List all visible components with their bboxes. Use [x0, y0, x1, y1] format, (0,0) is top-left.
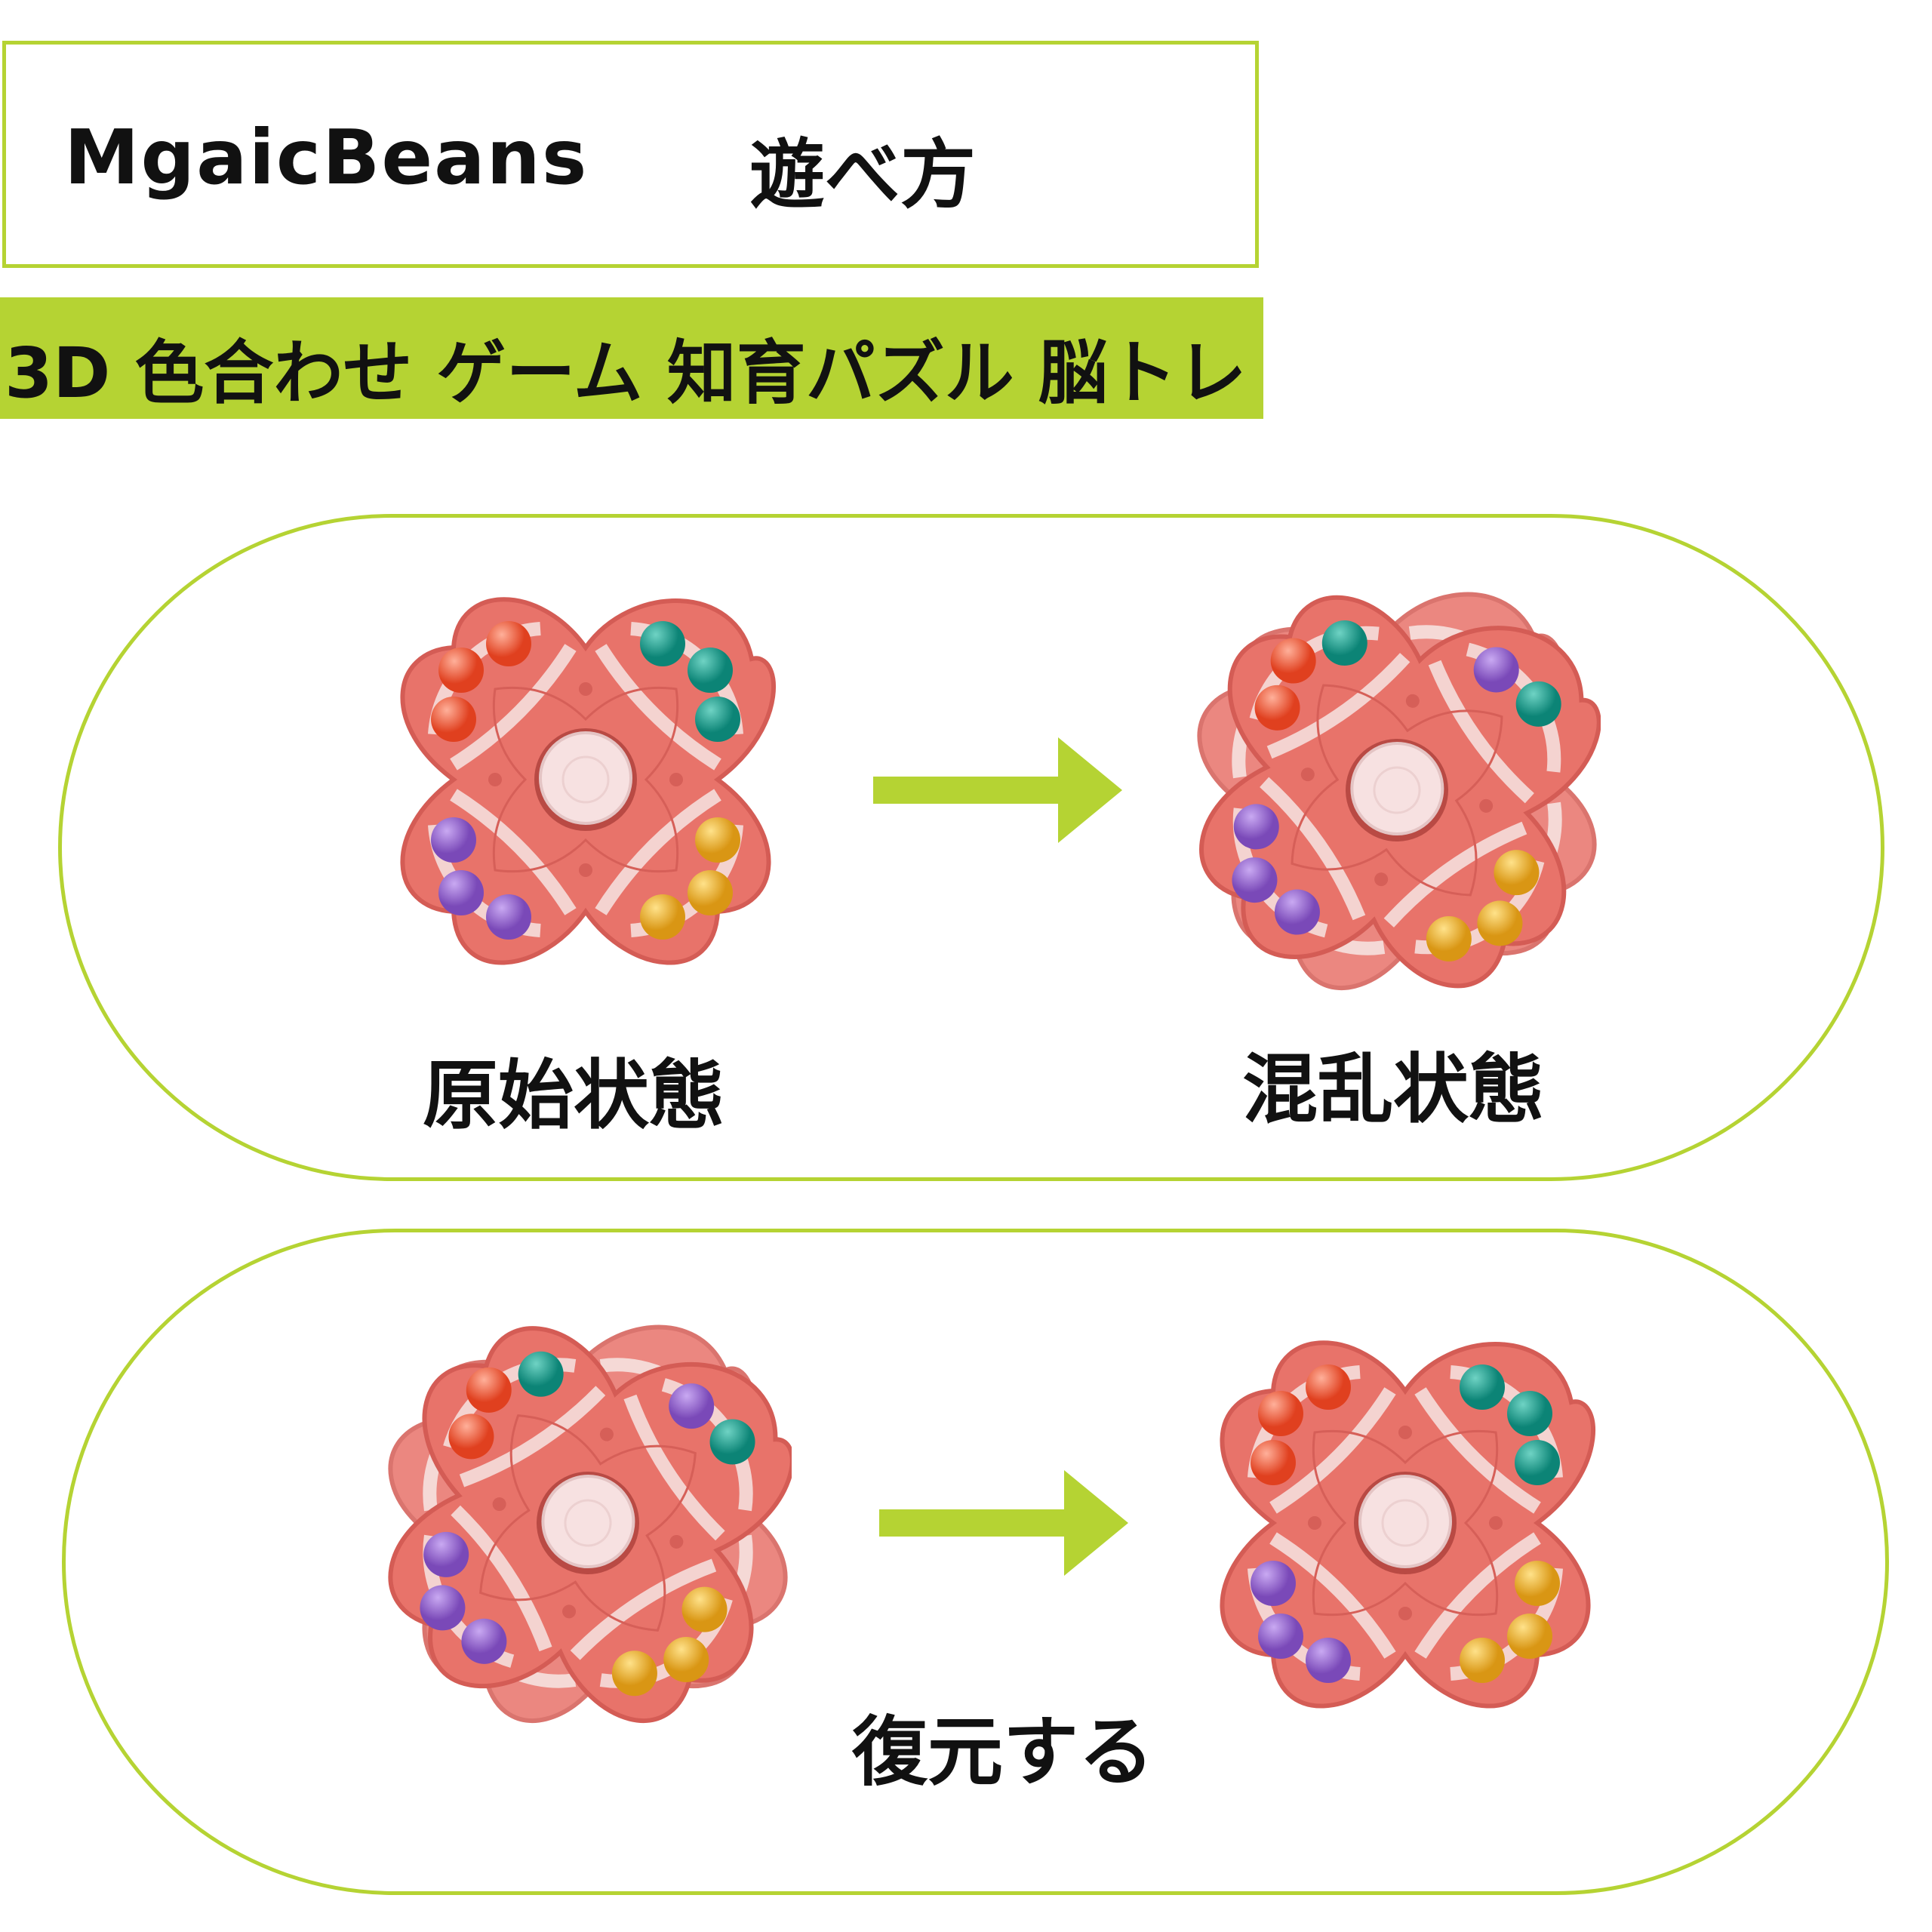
toy-restored-image [1201, 1319, 1609, 1727]
label-scrambled-state: 混乱状態 [1242, 1045, 1544, 1134]
toy-scrambled-image [1193, 586, 1601, 994]
toy-scrambled-image [384, 1319, 792, 1727]
arrow-right-icon [879, 1470, 1128, 1576]
label-original-state: 原始状態 [423, 1051, 724, 1140]
step-panel-scramble [58, 514, 1884, 1181]
subtitle: 3D 色合わせ ゲーム 知育パズル 脳トレ [5, 333, 1247, 414]
arrow-right-icon [873, 737, 1122, 843]
step-panel-restore [62, 1229, 1889, 1895]
how-to-play-title: 遊べ方 [749, 131, 976, 219]
toy-original-image [382, 576, 789, 983]
brand-name: MgaicBeans [64, 113, 589, 202]
title-box [2, 41, 1259, 268]
subtitle-band [0, 297, 1263, 419]
label-restore: 復元する [852, 1708, 1154, 1796]
